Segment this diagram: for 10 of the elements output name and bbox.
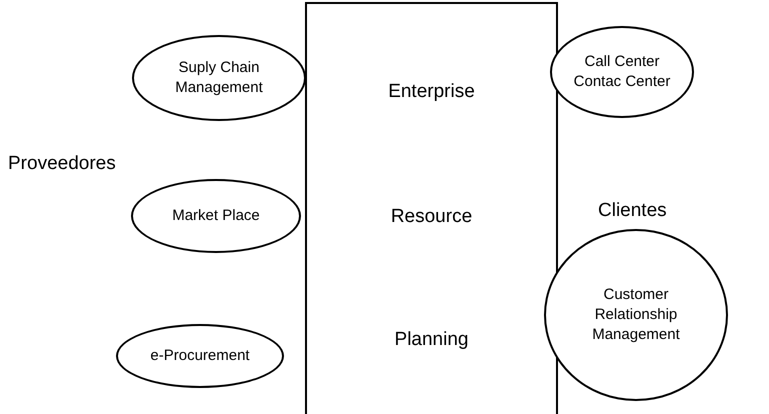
group-label: Clientes [598, 199, 667, 223]
frame-text: Planning [394, 328, 470, 352]
node-text: e-Procurement [149, 346, 251, 366]
frame-text: Resource [390, 205, 474, 229]
node-text: Call Center Contac Center [572, 52, 672, 92]
node-text: Market Place [171, 206, 261, 226]
node-text: Suply Chain Management [174, 58, 264, 98]
frame-text: Enterprise [387, 80, 476, 104]
node-text: Customer Relationship Management [591, 285, 681, 345]
group-label: Proveedores [8, 152, 116, 176]
